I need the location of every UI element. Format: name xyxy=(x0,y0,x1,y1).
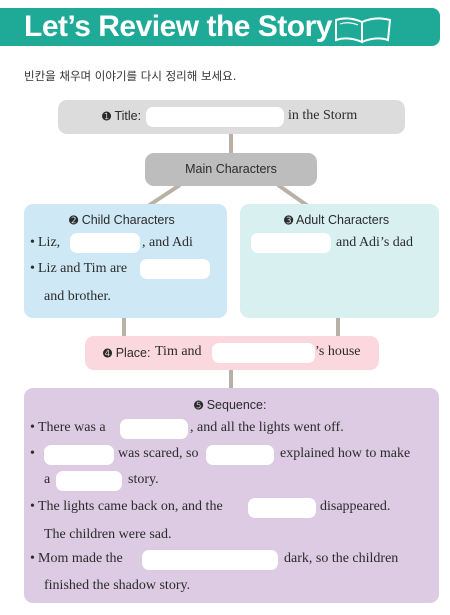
connector-main-branches xyxy=(146,184,310,208)
sequence-scared-blank[interactable] xyxy=(44,445,114,465)
book-icon xyxy=(335,17,392,44)
instruction-text: 빈칸을 채우며 이야기를 다시 정리해 보세요. xyxy=(24,69,237,83)
sequence-disappeared-blank[interactable] xyxy=(248,498,316,518)
adult-line1-end: and Adi’s dad xyxy=(336,235,413,250)
adult-characters-label: ➌ Adult Characters xyxy=(284,213,390,227)
bullet: • xyxy=(30,551,35,566)
place-box: ➍ Place: Tim and ’s house xyxy=(85,336,379,370)
number-3-icon: ➌ xyxy=(284,214,294,227)
title-blank[interactable] xyxy=(146,107,284,127)
sequence-l7: finished the shadow story. xyxy=(44,578,191,593)
child-line2-start: Liz and Tim are xyxy=(38,261,128,276)
connector-place-sequence xyxy=(229,370,233,388)
main-characters-box: Main Characters xyxy=(145,153,317,186)
main-characters-label: Main Characters xyxy=(185,162,277,176)
bullet: • xyxy=(30,420,35,435)
sequence-explainer-blank[interactable] xyxy=(206,445,274,465)
title-box: ➊ Title: in the Storm xyxy=(58,100,405,134)
bullet: • xyxy=(30,235,35,250)
child-line1-start: Liz, xyxy=(38,235,61,250)
sequence-l2-mid: was scared, so xyxy=(118,446,199,461)
bullet: • xyxy=(30,499,35,514)
sequence-box: ➎ Sequence: • There was a , and all the … xyxy=(24,388,439,603)
place-start: Tim and xyxy=(155,344,202,359)
child-characters-label: ➋ Child Characters xyxy=(69,213,175,227)
number-1-icon: ➊ xyxy=(102,110,112,123)
sequence-room-blank[interactable] xyxy=(142,550,278,570)
sequence-label: ➎ Sequence: xyxy=(194,398,267,412)
sequence-l5: The children were sad. xyxy=(44,527,172,542)
child-characters-box: ➋ Child Characters • Liz, , and Adi • Li… xyxy=(24,204,227,318)
page-title: Let’s Review the Story xyxy=(24,10,332,43)
sequence-l6-start: Mom made the xyxy=(38,551,123,566)
sequence-l3-start: a xyxy=(44,472,51,487)
bullet: • xyxy=(30,261,35,276)
sequence-l3-end: story. xyxy=(128,472,159,487)
bullet: • xyxy=(30,446,35,461)
number-2-icon: ➋ xyxy=(69,214,79,227)
child-relation-blank[interactable] xyxy=(140,259,210,279)
adult-name-blank[interactable] xyxy=(251,233,331,253)
number-5-icon: ➎ xyxy=(194,399,204,412)
place-blank[interactable] xyxy=(212,343,315,363)
child-line3: and brother. xyxy=(44,289,111,304)
sequence-event-blank[interactable] xyxy=(120,419,188,439)
title-label: ➊ Title: xyxy=(102,109,142,123)
title-after: in the Storm xyxy=(288,108,358,123)
connector-child-place xyxy=(122,318,126,336)
sequence-l4-end: disappeared. xyxy=(320,499,391,514)
sequence-l6-end: dark, so the children xyxy=(284,551,399,566)
child-line1-end: , and Adi xyxy=(142,235,193,250)
sequence-story-type-blank[interactable] xyxy=(56,471,122,491)
number-4-icon: ➍ xyxy=(103,347,113,360)
sequence-l1-start: There was a xyxy=(38,420,106,435)
sequence-l2-end: explained how to make xyxy=(280,446,411,461)
child-name-blank[interactable] xyxy=(70,233,140,253)
sequence-l1-end: , and all the lights went off. xyxy=(190,420,344,435)
connector-title-main xyxy=(229,134,233,153)
place-label: ➍ Place: xyxy=(103,346,151,360)
adult-characters-box: ➌ Adult Characters and Adi’s dad xyxy=(240,204,439,318)
place-end: ’s house xyxy=(315,344,361,359)
sequence-l4-start: The lights came back on, and the xyxy=(38,499,223,514)
connector-adult-place xyxy=(336,318,340,336)
